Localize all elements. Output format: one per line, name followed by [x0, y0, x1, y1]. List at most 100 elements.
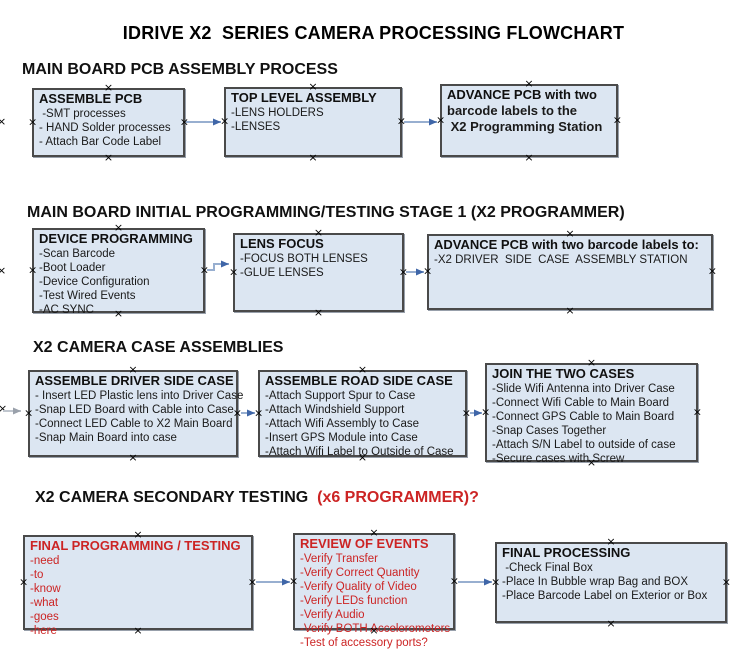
box-line: -to: [30, 569, 44, 581]
box-line: -goes: [30, 611, 59, 623]
handle-mark: ×: [133, 624, 143, 637]
handle-mark: ×: [612, 113, 622, 126]
flow-box-final-programming-testing: FINAL PROGRAMMING / TESTING -need -to -k…: [19, 529, 257, 637]
box-title: ASSEMBLE ROAD SIDE CASE: [265, 373, 453, 388]
box-line: -Snap Cases Together: [492, 425, 607, 437]
handle-mark: ×: [692, 405, 702, 418]
box-line: -Connect Wifi Cable to Main Board: [492, 397, 670, 409]
handle-mark: ×: [436, 113, 446, 126]
box-line: -Boot Loader: [39, 262, 106, 274]
flow-box-join-the-two-cases: JOIN THE TWO CASES -Slide Wifi Antenna i…: [481, 357, 702, 468]
box-line: -Attach S/N Label to outside of case: [492, 439, 676, 451]
box-line: -Attach Support Spur to Case: [265, 390, 416, 402]
box-line: -Place In Bubble wrap Bag and BOX: [502, 576, 689, 588]
box-line: -Verify BOTH Accelerometers: [300, 623, 451, 635]
flow-box-lens-focus: LENS FOCUS -FOCUS BOTH LENSES -GLUE LENS…: [229, 227, 408, 318]
box-line: -GLUE LENSES: [240, 267, 324, 279]
box-line: -Attach Wifi Assembly to Case: [265, 418, 420, 430]
handle-mark: ×: [721, 575, 731, 588]
handle-mark: ×: [28, 115, 38, 128]
section-heading-red-part: (x6 PROGRAMMER)?: [308, 489, 479, 506]
handle-mark: ×: [369, 526, 379, 539]
box-line: -what: [30, 597, 59, 609]
handle-mark: ×: [308, 80, 318, 93]
box-line: -Test Wired Events: [39, 290, 136, 302]
box-title: ADVANCE PCB with two barcode labels to:: [434, 237, 699, 252]
box-line: -Verify Transfer: [300, 553, 378, 565]
box-line: -Verify Audio: [300, 609, 365, 621]
box-line: -Check Final Box: [502, 562, 593, 574]
section-heading-initial-programming: MAIN BOARD INITIAL PROGRAMMING/TESTING S…: [27, 204, 625, 221]
handle-mark: ×: [586, 356, 597, 369]
handle-mark: ×: [24, 406, 34, 419]
box-title: JOIN THE TWO CASES: [492, 366, 635, 381]
box-line: -AC SYNC: [39, 304, 94, 316]
flow-box-advance-pcb-case-assembly: ADVANCE PCB with two barcode labels to: …: [423, 228, 717, 316]
handle-mark: ×: [565, 227, 575, 240]
flow-box-final-processing: FINAL PROCESSING -Check Final Box -Place…: [491, 536, 731, 629]
handle-mark: ×: [113, 221, 124, 234]
handle-mark: ×: [565, 304, 575, 317]
box-line: -X2 DRIVER SIDE CASE ASSEMBLY STATION: [434, 254, 688, 266]
handle-mark: ×: [0, 115, 7, 128]
handle-mark: ×: [113, 307, 124, 320]
handle-mark: ×: [133, 528, 143, 541]
handle-mark: ×: [128, 363, 138, 376]
box-line: barcode labels to the: [447, 103, 578, 118]
box-line: -Insert GPS Module into Case: [265, 432, 418, 444]
handle-mark: ×: [524, 77, 534, 90]
box-line: -Verify Quality of Video: [300, 581, 417, 593]
handle-mark: ×: [313, 226, 324, 239]
box-line: -Snap Main Board into case: [35, 432, 177, 444]
handle-mark: ×: [308, 151, 318, 164]
handle-mark: ×: [199, 263, 209, 276]
handle-mark: ×: [247, 575, 257, 588]
section-heading-case-assemblies: X2 CAMERA CASE ASSEMBLIES: [33, 339, 284, 356]
flow-box-assemble-pcb: ASSEMBLE PCB -SMT processes - HAND Solde…: [28, 82, 189, 163]
box-line: -LENSES: [231, 121, 281, 133]
arrow-device-programming-to-lens-focus: [207, 260, 229, 271]
box-line: -Snap LED Board with Cable into Case: [35, 404, 234, 416]
box-title: ADVANCE PCB with two: [447, 87, 597, 102]
box-title: DEVICE PROGRAMMING: [39, 231, 193, 246]
box-title: REVIEW OF EVENTS: [300, 536, 429, 551]
box-title: ASSEMBLE PCB: [39, 91, 143, 106]
handle-mark: ×: [586, 456, 597, 469]
box-title: FINAL PROCESSING: [502, 545, 631, 560]
box-line: -need: [30, 555, 60, 567]
box-line: -SMT processes: [39, 108, 126, 120]
flow-box-review-of-events: REVIEW OF EVENTS -Verify Transfer -Verif…: [289, 527, 459, 649]
box-title: FINAL PROGRAMMING / TESTING: [30, 538, 241, 553]
box-line: -Verify LEDs function: [300, 595, 408, 607]
box-line: -FOCUS BOTH LENSES: [240, 253, 368, 265]
box-line: -Connect GPS Cable to Main Board: [492, 411, 675, 423]
flow-box-assemble-driver-side-case: ASSEMBLE DRIVER SIDE CASE - Insert LED P…: [24, 364, 243, 463]
box-line: -here: [30, 625, 57, 637]
page-title: IDRIVE X2 SERIES CAMERA PROCESSING FLOWC…: [122, 23, 625, 43]
handle-mark: ×: [229, 265, 239, 278]
box-line: -Scan Barcode: [39, 248, 116, 260]
box-title: LENS FOCUS: [240, 236, 324, 251]
handle-mark: ×: [28, 263, 38, 276]
handle-mark: ×: [103, 81, 114, 94]
handle-mark: ×: [220, 114, 230, 128]
box-line: -Device Configuration: [39, 276, 150, 288]
box-line: -Test of accessory ports?: [300, 637, 428, 649]
box-line: -Place Barcode Label on Exterior or Box: [502, 590, 708, 602]
handle-mark: ×: [0, 264, 7, 277]
box-line: -know: [30, 583, 61, 595]
handle-mark: ×: [491, 575, 501, 588]
handle-mark: ×: [289, 574, 299, 587]
handle-mark: ×: [449, 574, 459, 587]
handle-mark: ×: [179, 115, 189, 128]
handle-mark: ×: [254, 406, 264, 419]
flow-box-top-level-assembly: TOP LEVEL ASSEMBLY -LENS HOLDERS -LENSES…: [220, 81, 406, 163]
box-title: ASSEMBLE DRIVER SIDE CASE: [35, 373, 234, 388]
box-line: -Secure cases with Screw: [492, 453, 625, 465]
handle-mark: ×: [357, 363, 368, 376]
box-line: -LENS HOLDERS: [231, 107, 324, 119]
handle-mark: ×: [0, 402, 8, 415]
flow-box-device-programming: DEVICE PROGRAMMING -Scan Barcode -Boot L…: [28, 222, 209, 319]
handle-mark: ×: [707, 264, 717, 278]
